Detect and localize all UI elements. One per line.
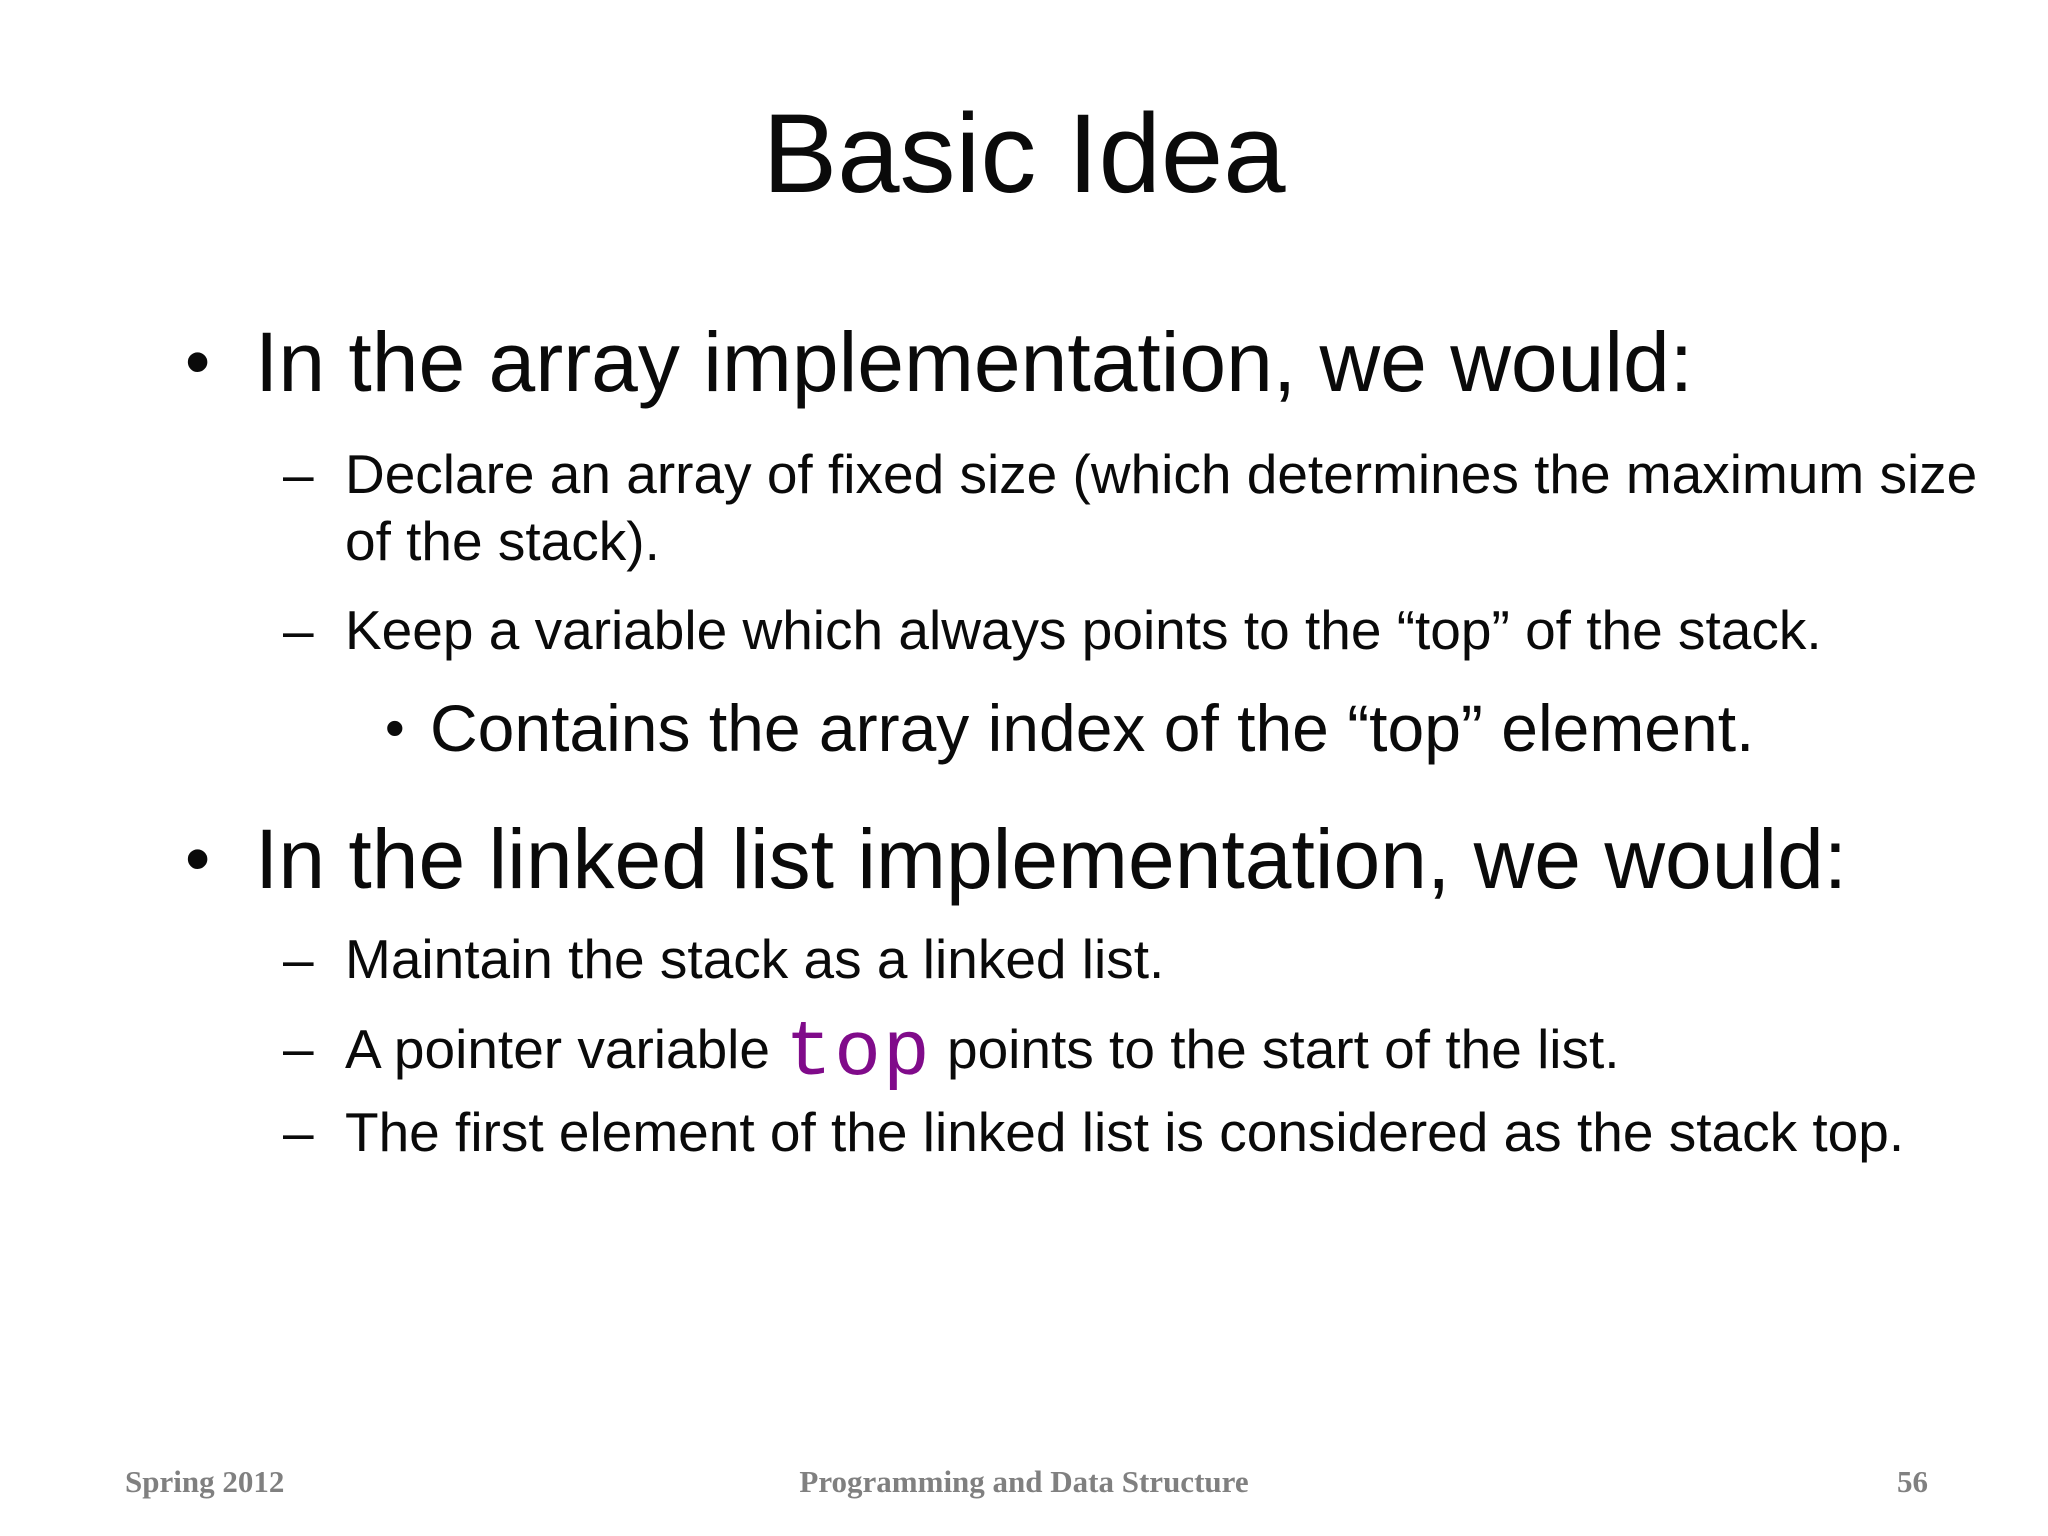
bullet-icon: • (185, 322, 211, 402)
bullet-text: In the linked list implementation, we wo… (255, 811, 1848, 906)
sub-item-declare: – Declare an array of fixed size (which … (283, 441, 2007, 575)
sub-sub-item-text: Contains the array index of the “top” el… (430, 691, 1755, 766)
dash-icon: – (283, 599, 314, 662)
sub-item-first: – The first element of the linked list i… (283, 1099, 2007, 1166)
sub-item-pointer: – A pointer variable top points to the s… (283, 1015, 2007, 1093)
dash-icon: – (283, 443, 314, 505)
bullet-item-linked-heading: • In the linked list implementation, we … (185, 807, 2007, 912)
pointer-text-prefix: A pointer variable (345, 1017, 786, 1080)
sub-item-text: Maintain the stack as a linked list. (345, 927, 1165, 990)
sub-item-keep: – Keep a variable which always points to… (283, 597, 2007, 664)
footer-date: Spring 2012 (125, 1464, 285, 1499)
pointer-text-suffix: points to the start of the list. (931, 1017, 1620, 1080)
sub-item-maintain: – Maintain the stack as a linked list. (283, 926, 2007, 993)
slide-title: Basic Idea (762, 91, 1286, 216)
sub-item-text: Declare an array of fixed size (which de… (345, 443, 1978, 573)
sub-sub-item-contains: • Contains the array index of the “top” … (385, 690, 2007, 767)
slide-body: • In the array implementation, we would:… (185, 310, 2007, 1166)
sub-item-text: The first element of the linked list is … (345, 1100, 1905, 1163)
bullet-icon: • (185, 818, 211, 899)
bullet-text: In the array implementation, we would: (255, 315, 1694, 409)
bullet-icon: • (385, 696, 405, 760)
code-token-top: top (785, 1009, 932, 1098)
dash-icon: – (283, 1100, 314, 1163)
dash-icon: – (283, 1016, 314, 1079)
sub-item-text: Keep a variable which always points to t… (345, 599, 1822, 662)
sub-item-text: A pointer variable top points to the sta… (345, 1015, 1620, 1093)
bullet-item-array-heading: • In the array implementation, we would: (185, 310, 2007, 415)
dash-icon: – (283, 927, 314, 990)
footer-page-number: 56 (1897, 1464, 1928, 1499)
footer-course-title: Programming and Data Structure (799, 1464, 1249, 1499)
